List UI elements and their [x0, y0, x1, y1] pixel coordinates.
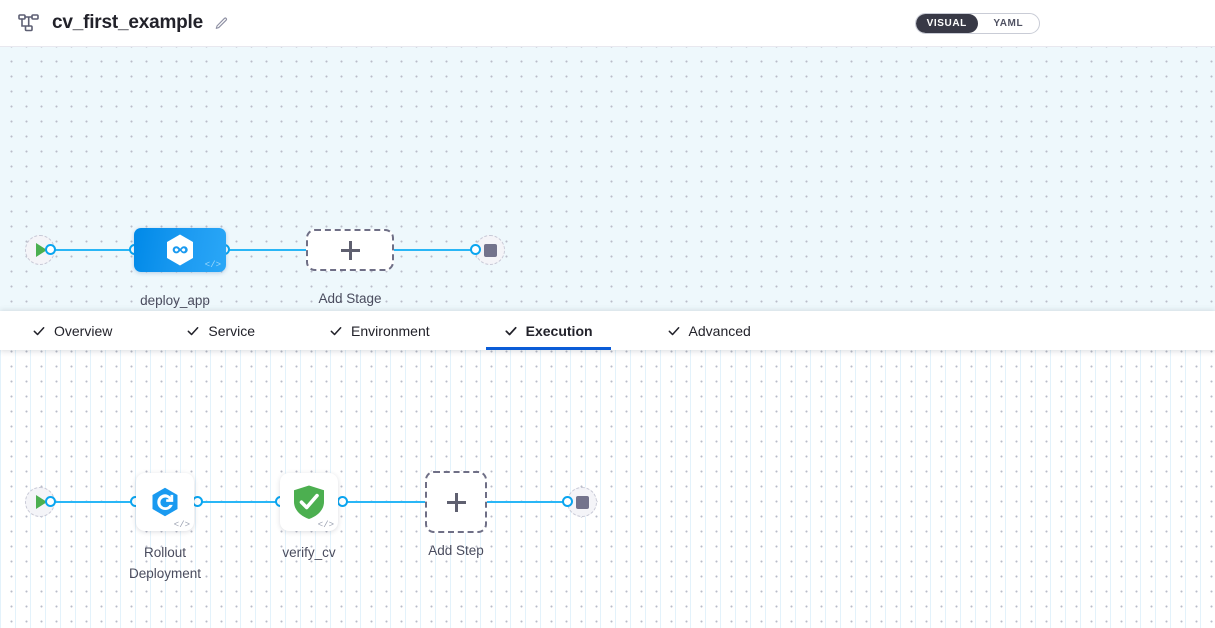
tab-label: Execution	[525, 322, 593, 339]
code-badge: </>	[173, 520, 190, 530]
stage-graph-canvas[interactable]: </> deploy_app Add Stage	[0, 47, 1215, 311]
connector-dot[interactable]	[470, 244, 481, 255]
stop-icon	[575, 495, 589, 509]
pencil-edit-icon[interactable]	[213, 15, 229, 31]
connector-dot[interactable]	[562, 496, 573, 507]
check-icon	[667, 324, 681, 338]
toggle-visual[interactable]: VISUAL	[916, 14, 978, 33]
play-icon	[36, 243, 47, 257]
code-badge: </>	[204, 260, 221, 270]
check-icon	[186, 324, 200, 338]
edge-start-to-deploy	[50, 249, 138, 251]
tab-label: Environment	[351, 322, 430, 339]
step-card[interactable]: </>	[280, 473, 338, 531]
page-title: cv_first_example	[52, 12, 204, 33]
tab-service[interactable]: Service	[168, 311, 273, 350]
add-stage-label: Add Stage	[318, 291, 382, 306]
rollout-deployment-icon	[152, 487, 178, 517]
plus-icon	[340, 240, 360, 260]
check-icon	[504, 324, 518, 338]
harness-deploy-hexagon-icon	[167, 234, 193, 266]
tab-overview[interactable]: Overview	[14, 311, 130, 350]
edge-rollout-to-verify	[195, 501, 285, 503]
step-node-rollout-deployment[interactable]: </>	[136, 473, 194, 531]
connector-dot[interactable]	[45, 244, 56, 255]
tab-label: Service	[208, 322, 256, 339]
stage-label-deploy-app: deploy_app	[140, 293, 210, 308]
step-label-rollout-deployment: Rollout Deployment	[128, 545, 202, 581]
toggle-yaml[interactable]: YAML	[993, 18, 1024, 29]
plus-icon	[446, 492, 466, 512]
code-badge: </>	[317, 520, 334, 530]
edge-deploy-to-addstage	[222, 249, 314, 251]
add-step-button[interactable]	[425, 471, 487, 533]
stage-node-deploy-app[interactable]: </>	[134, 228, 226, 272]
execution-graph-canvas[interactable]: </> Rollout Deployment </> verify_cv Add…	[0, 350, 1215, 628]
stage-config-tabs[interactable]: Overview Service Environment Execution A…	[0, 311, 1215, 350]
tab-environment[interactable]: Environment	[311, 311, 448, 350]
edge-verify-to-addstep	[340, 501, 425, 503]
check-icon	[32, 324, 46, 338]
check-icon	[329, 324, 343, 338]
tab-label: Advanced	[688, 322, 751, 339]
add-stage-button[interactable]	[306, 229, 394, 271]
stop-icon	[483, 243, 497, 257]
connector-dot[interactable]	[45, 496, 56, 507]
step-node-verify-cv[interactable]: </>	[280, 473, 338, 531]
tab-label: Overview	[54, 322, 113, 339]
edge-start-to-rollout	[50, 501, 138, 503]
execution-start-node[interactable]	[25, 487, 55, 517]
edge-addstep-to-end	[486, 501, 578, 503]
tab-advanced[interactable]: Advanced	[649, 311, 769, 350]
edge-addstage-to-end	[388, 249, 486, 251]
add-step-label: Add Step	[428, 543, 484, 558]
connector-dot[interactable]	[337, 496, 348, 507]
tab-execution[interactable]: Execution	[485, 311, 611, 350]
play-icon	[36, 495, 47, 509]
app-header: cv_first_example VISUAL YAML	[0, 0, 1215, 47]
green-shield-check-icon	[294, 485, 324, 519]
stage-card[interactable]: </>	[134, 228, 226, 272]
pipeline-graph-icon	[16, 10, 42, 36]
step-card[interactable]: </>	[136, 473, 194, 531]
pipeline-end-node[interactable]	[475, 235, 505, 265]
step-label-verify-cv: verify_cv	[282, 545, 336, 560]
view-mode-toggle[interactable]: VISUAL YAML	[915, 13, 1040, 34]
